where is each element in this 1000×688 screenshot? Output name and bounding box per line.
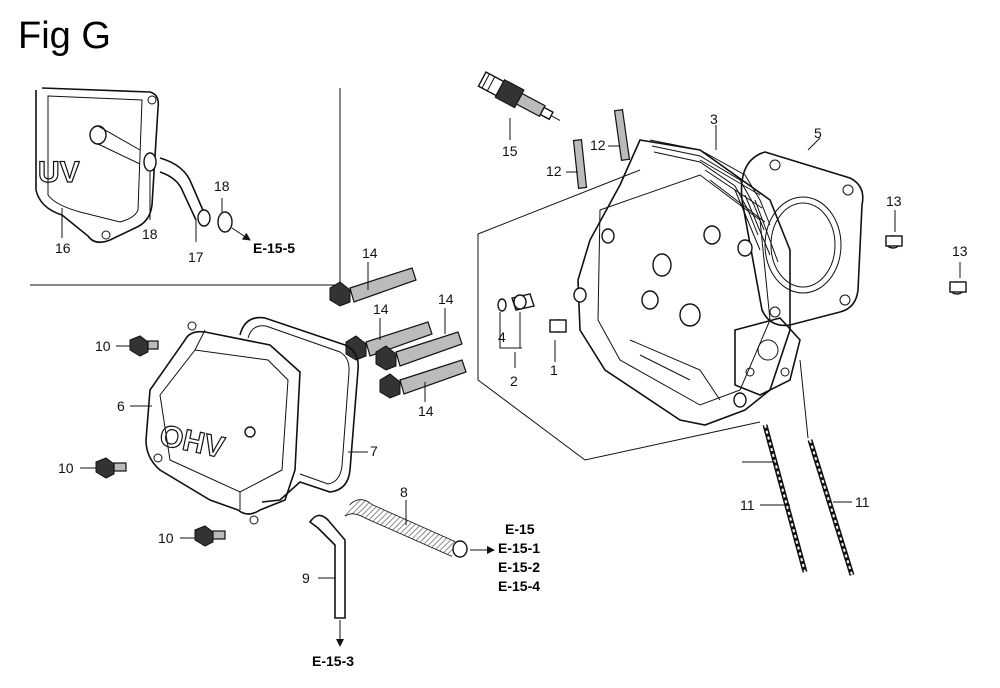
label-13a: 13: [886, 193, 902, 209]
label-16: 16: [55, 240, 71, 256]
label-12-left: 12: [546, 163, 562, 179]
pushrod-11-left: [742, 424, 808, 573]
label-10c: 10: [158, 530, 174, 546]
stud-12-left: [566, 139, 588, 189]
dowel-pin-13b: [949, 262, 967, 295]
clip-18a-shape: [143, 152, 157, 172]
dowel-pin-13a: [885, 210, 903, 249]
label-5: 5: [814, 125, 822, 141]
label-13b: 13: [952, 243, 968, 259]
label-4: 4: [498, 329, 506, 345]
inset-cover-emboss: UV: [38, 156, 80, 189]
ref-e15-3: E-15-3: [312, 653, 354, 669]
label-14d: 14: [418, 403, 434, 419]
spark-plug-15: [477, 71, 561, 140]
label-1: 1: [550, 362, 558, 378]
label-18-right: 18: [214, 178, 230, 194]
cover-emboss-ohv: OHV: [157, 419, 227, 465]
label-3: 3: [710, 111, 718, 127]
inset-breather-detail: UV: [30, 87, 341, 286]
bolt-10c: [180, 525, 226, 547]
label-12-right: 12: [590, 137, 606, 153]
ref-e15-2: E-15-2: [498, 559, 540, 575]
label-8: 8: [400, 484, 408, 500]
part-2-4-seal: [497, 293, 535, 368]
label-14b: 14: [373, 301, 389, 317]
ref-e15-4: E-15-4: [498, 578, 540, 594]
cover-gasket-7: [239, 316, 368, 503]
label-10b: 10: [58, 460, 74, 476]
part-1-cap: [549, 319, 567, 362]
ref-e15: E-15: [505, 521, 535, 537]
drain-tube-9: [308, 514, 346, 647]
bolt-14a: [329, 262, 417, 307]
label-18-left: 18: [142, 226, 158, 242]
ref-e15-1: E-15-1: [498, 540, 540, 556]
bolt-14b: [345, 318, 433, 361]
label-14c: 14: [438, 291, 454, 307]
head-gasket-5: [740, 137, 864, 327]
label-9: 9: [302, 570, 310, 586]
label-10a: 10: [95, 338, 111, 354]
clip-18b-shape: [217, 211, 233, 233]
label-14a: 14: [362, 245, 378, 261]
figure-title: Fig G: [18, 15, 111, 57]
group-frame-top: [477, 169, 641, 235]
label-6: 6: [117, 398, 125, 414]
cylinder-head: [573, 139, 801, 426]
stud-12-right: [608, 109, 631, 161]
group-frame-bottom: [477, 234, 761, 461]
label-11-right: 11: [855, 494, 870, 510]
label-2: 2: [510, 373, 518, 389]
valve-cover-6: OHV: [130, 321, 301, 525]
label-7: 7: [370, 443, 378, 459]
label-17: 17: [188, 249, 204, 265]
bolt-10a: [116, 335, 159, 357]
label-11-left: 11: [740, 497, 755, 513]
bolt-14d: [379, 359, 467, 402]
breather-tube-8: [344, 499, 495, 558]
bolt-14c: [375, 308, 463, 371]
ref-e15-5: E-15-5: [253, 240, 295, 256]
pushrod-11-right: [799, 359, 855, 576]
label-15: 15: [502, 143, 518, 159]
bolt-10b: [80, 457, 127, 479]
